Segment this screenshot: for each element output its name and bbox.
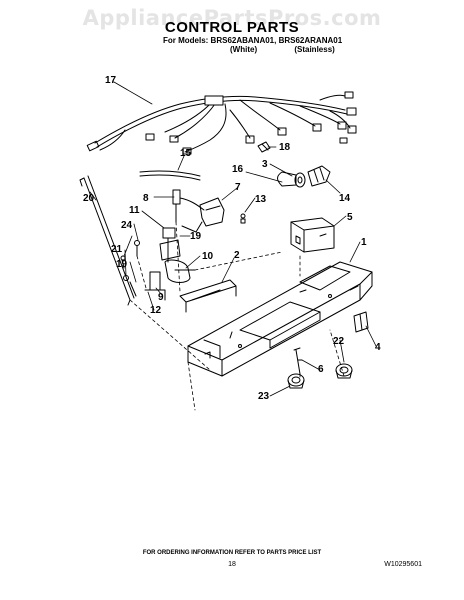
leader-lines [89, 81, 377, 397]
callout-9: 9 [158, 292, 164, 303]
part-bracket [179, 279, 237, 313]
callout-14: 14 [339, 193, 351, 204]
page-number: 18 [228, 561, 236, 568]
part-control-housing [187, 261, 373, 377]
callout-23: 23 [258, 391, 270, 402]
callout-7: 7 [235, 182, 241, 193]
callout-13: 13 [255, 194, 267, 205]
part-thermistor-bracket [172, 189, 246, 233]
callouts: 17 18 15 3 16 14 8 7 13 20 11 5 24 19 1 … [83, 75, 381, 402]
part-lamp-socket [277, 165, 331, 188]
part-wire-harness [86, 91, 357, 155]
callout-5: 5 [347, 212, 353, 223]
callout-20: 20 [83, 193, 95, 204]
callout-17: 17 [105, 75, 117, 86]
variant-stainless: (Stainless) [294, 45, 335, 54]
watermark: AppliancePartsPros.com [82, 6, 382, 30]
callout-2: 2 [234, 250, 240, 261]
part-clip [257, 141, 271, 153]
callout-15: 15 [180, 148, 192, 159]
callout-11: 11 [129, 205, 140, 216]
part-housing-clip [353, 311, 369, 333]
callout-1: 1 [361, 237, 367, 248]
ordering-note: FOR ORDERING INFORMATION REFER TO PARTS … [142, 550, 322, 556]
document-number: W10295601 [384, 561, 422, 568]
callout-4: 4 [375, 342, 381, 353]
callout-19-upper: 19 [190, 231, 202, 242]
callout-8: 8 [143, 193, 149, 204]
part-switch-assembly [120, 227, 196, 301]
callout-3: 3 [262, 159, 268, 170]
callout-12: 12 [150, 305, 162, 316]
part-control-module [290, 217, 335, 253]
callout-10: 10 [202, 251, 214, 262]
part-knob-left [287, 373, 305, 389]
part-screw [293, 347, 303, 375]
callout-21: 21 [111, 244, 123, 255]
variant-labels: (White) (Stainless) [230, 45, 335, 54]
callout-16: 16 [232, 164, 244, 175]
variant-white: (White) [230, 45, 258, 54]
part-rail [79, 175, 135, 306]
callout-24: 24 [121, 220, 133, 231]
callout-6: 6 [318, 364, 324, 375]
models-line: For Models: BRS62ABANA01, BRS62ARANA01 [163, 36, 343, 45]
callout-19-lower: 19 [116, 259, 128, 270]
page-title: CONTROL PARTS [164, 19, 300, 36]
callout-18: 18 [279, 142, 291, 153]
callout-22: 22 [333, 336, 345, 347]
assembly-lines [129, 221, 345, 411]
part-tube [139, 170, 201, 181]
